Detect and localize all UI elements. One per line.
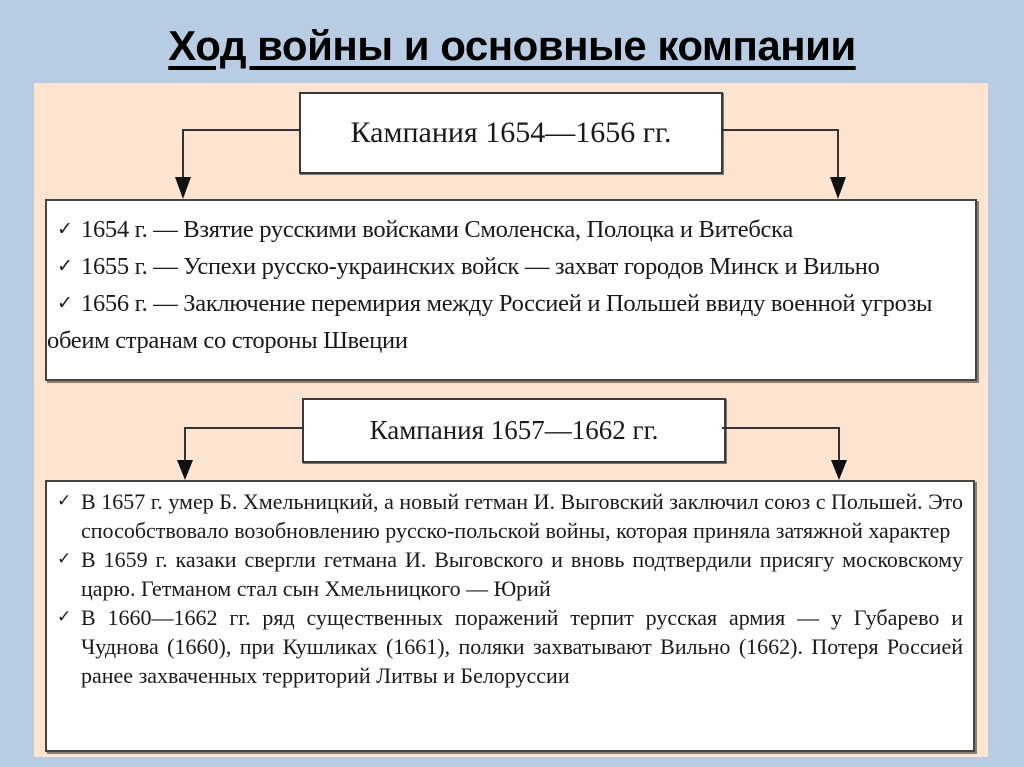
check-icon: ✓: [57, 218, 73, 240]
connector-line-right-1-vertical: [837, 129, 839, 179]
list-item: ✓ 1656 г. — Заключение перемирия между Р…: [47, 285, 967, 359]
check-icon: ✓: [57, 255, 73, 277]
campaign-1-list: ✓ 1654 г. — Взятие русскими войсками Смо…: [45, 199, 977, 381]
connector-line-right-2-vertical: [838, 427, 840, 463]
campaign-1-header: Кампания 1654—1656 гг.: [299, 92, 723, 174]
list-item: ✓ 1654 г. — Взятие русскими войсками Смо…: [47, 211, 967, 248]
list-item: ✓ 1655 г. — Успехи русско-украинских вой…: [47, 248, 967, 285]
connector-line-right-2: [722, 427, 840, 429]
check-icon: ✓: [57, 491, 72, 511]
arrow-down-icon: [175, 177, 191, 199]
check-icon: ✓: [57, 549, 72, 569]
campaign-2-list: ✓ В 1657 г. умер Б. Хмельницкий, а новый…: [45, 480, 975, 752]
campaign-2-header: Кампания 1657—1662 гг.: [302, 398, 726, 463]
campaign-2-header-text: Кампания 1657—1662 гг.: [369, 415, 659, 445]
arrow-down-icon: [831, 460, 847, 480]
check-icon: ✓: [57, 607, 72, 627]
connector-line-left-1-vertical: [182, 129, 184, 179]
check-icon: ✓: [57, 292, 73, 314]
connector-line-left-2-vertical: [184, 427, 186, 463]
list-item: ✓ В 1657 г. умер Б. Хмельницкий, а новый…: [57, 489, 963, 543]
slide-title: Ход войны и основные компании: [168, 22, 856, 69]
arrow-down-icon: [830, 177, 846, 199]
connector-line-right-1: [721, 129, 839, 131]
list-item: ✓ В 1660—1662 гг. ряд существенных пораж…: [57, 605, 963, 688]
campaign-1-header-text: Кампания 1654—1656 гг.: [350, 116, 672, 149]
list-item: ✓ В 1659 г. казаки свергли гетмана И. Вы…: [57, 547, 963, 601]
connector-line-left-1: [182, 129, 301, 131]
arrow-down-icon: [177, 460, 193, 480]
connector-line-left-2: [184, 427, 304, 429]
